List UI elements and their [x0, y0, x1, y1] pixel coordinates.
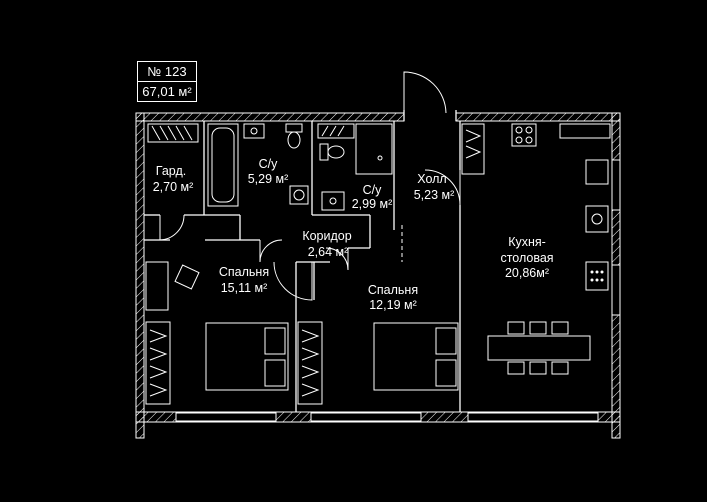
- kitchen-door-icon: [424, 169, 461, 206]
- svg-text:С/у: С/у: [363, 183, 383, 197]
- room-label-hall: Холл 5,23 м²: [414, 172, 455, 202]
- svg-text:5,29 м²: 5,29 м²: [248, 172, 289, 186]
- room-label-corridor: Коридор 2,64 м²: [302, 229, 351, 259]
- svg-text:Спальня: Спальня: [368, 283, 418, 297]
- wardrobe-door-icon: [159, 214, 185, 241]
- room-label-bathroom-2: С/у 2,99 м²: [352, 183, 393, 211]
- interior-walls: [144, 110, 461, 412]
- svg-text:Спальня: Спальня: [219, 265, 269, 279]
- sink-2-icon: [321, 191, 345, 211]
- apartment-number: № 123: [147, 64, 187, 79]
- room-label-bedroom-2: Спальня 12,19 м²: [368, 283, 418, 312]
- shower-icon: [355, 123, 393, 175]
- svg-text:Гард.: Гард.: [156, 164, 186, 178]
- hall-closet-icon: [461, 123, 485, 175]
- svg-text:2,99 м²: 2,99 м²: [352, 197, 393, 211]
- bed-2-icon: [373, 322, 459, 391]
- dining-table-icon: [487, 321, 591, 375]
- bathtub-icon: [207, 123, 239, 207]
- room-label-kitchen: Кухня- столовая 20,86м²: [500, 235, 553, 280]
- bedroom-1-door-icon: [259, 239, 283, 263]
- washing-machine-icon: [289, 185, 309, 205]
- svg-text:Коридор: Коридор: [302, 229, 351, 243]
- oven-dots-icon: [590, 270, 604, 282]
- wardrobe-1-icon: [145, 321, 171, 405]
- entrance-door-icon: [403, 71, 447, 114]
- windows: [175, 159, 621, 422]
- wardrobe-shelves-icon: [147, 123, 199, 143]
- svg-text:12,19 м²: 12,19 м²: [369, 298, 417, 312]
- toilet-icon: [285, 123, 303, 149]
- svg-text:2,64 м²: 2,64 м²: [308, 245, 349, 259]
- svg-text:2,70 м²: 2,70 м²: [153, 180, 194, 194]
- svg-text:20,86м²: 20,86м²: [505, 266, 549, 280]
- svg-text:С/у: С/у: [259, 157, 279, 171]
- sink-icon: [243, 123, 265, 139]
- towel-rack-icon: [317, 123, 355, 139]
- svg-text:5,23 м²: 5,23 м²: [414, 188, 455, 202]
- svg-text:Кухня-: Кухня-: [508, 235, 546, 249]
- wardrobe-2-icon: [297, 321, 323, 405]
- bedroom-2-door-icon: [325, 247, 349, 271]
- svg-text:Холл: Холл: [417, 172, 446, 186]
- room-label-bedroom-1: Спальня 15,11 м²: [219, 265, 269, 295]
- kitchen-counter: [559, 123, 611, 291]
- room-label-wardrobe: Гард. 2,70 м²: [153, 164, 194, 194]
- doors: [159, 71, 461, 301]
- svg-text:столовая: столовая: [500, 251, 553, 265]
- apartment-total-area: 67,01 м²: [142, 84, 192, 99]
- bed-1-icon: [205, 322, 289, 391]
- toilet-2-icon: [319, 143, 345, 161]
- svg-text:15,11 м²: 15,11 м²: [221, 281, 268, 295]
- room-label-bathroom-1: С/у 5,29 м²: [248, 157, 289, 186]
- stove-icon: [511, 123, 537, 147]
- desk-icon: [145, 261, 200, 311]
- apartment-area-badge: 67,01 м²: [137, 81, 197, 102]
